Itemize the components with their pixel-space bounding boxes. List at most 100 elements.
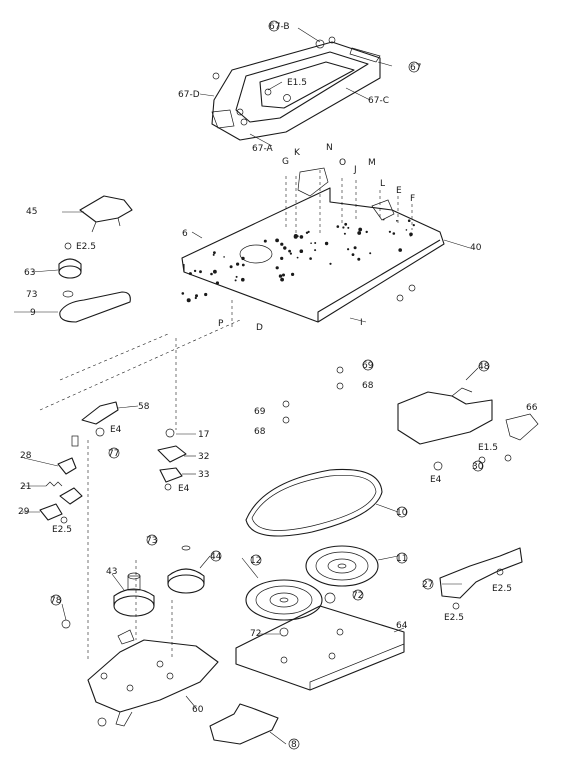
part-9-arm xyxy=(59,291,131,323)
chassis-hole xyxy=(280,277,284,282)
chassis-hole xyxy=(193,269,197,273)
chassis-hole xyxy=(357,257,361,261)
label-d: D xyxy=(256,323,263,333)
label-e4-right: E4 xyxy=(430,475,442,485)
chassis-hole xyxy=(405,229,408,231)
label-n: N xyxy=(326,143,333,153)
label-44: 44 xyxy=(210,552,222,562)
chassis-hole xyxy=(336,225,340,228)
chassis-hole xyxy=(293,234,298,238)
chassis-hole xyxy=(309,257,312,260)
part-72-washer-left xyxy=(279,627,289,637)
label-p: P xyxy=(218,319,224,329)
part-12-flywheel xyxy=(245,579,323,621)
parts-68-69 xyxy=(282,366,344,424)
chassis-hole xyxy=(365,230,368,234)
chassis-hole xyxy=(358,227,363,232)
chassis-hole xyxy=(396,220,398,222)
label-10: 10 xyxy=(396,508,408,518)
chassis-hole xyxy=(236,262,240,266)
label-m: M xyxy=(368,158,376,168)
label-78: 78 xyxy=(50,596,62,606)
chassis-hole xyxy=(329,262,332,265)
label-73-top: 73 xyxy=(26,290,37,300)
chassis-hole xyxy=(305,231,309,234)
label-11: 11 xyxy=(396,554,407,564)
chassis-hole xyxy=(212,253,215,256)
label-g: G xyxy=(282,157,289,167)
chassis-hole xyxy=(314,242,317,244)
label-60: 60 xyxy=(192,705,204,715)
chassis-hole xyxy=(280,256,284,260)
chassis-hole xyxy=(235,275,238,278)
part-63-knob xyxy=(58,258,82,279)
label-67-b: 67-B xyxy=(269,22,290,32)
label-69-right: 69 xyxy=(362,361,374,371)
part-78-screw xyxy=(61,619,71,629)
part-72-washer-right xyxy=(324,592,336,604)
label-67-c: 67-C xyxy=(368,96,389,106)
chassis-hole xyxy=(213,251,216,255)
chassis-hole xyxy=(186,298,191,303)
chassis-hole xyxy=(263,239,267,243)
chassis-hole xyxy=(289,252,292,255)
chassis-hole xyxy=(241,263,245,267)
chassis-hole xyxy=(412,224,415,227)
label-j: J xyxy=(353,165,357,175)
label-e25-right-lower: E2.5 xyxy=(444,613,464,623)
label-28: 28 xyxy=(20,451,32,461)
screw-bottom-left xyxy=(97,717,107,727)
label-32: 32 xyxy=(198,452,209,462)
chassis-hole xyxy=(229,265,233,269)
part-58-lever xyxy=(71,401,119,447)
label-77: 77 xyxy=(108,449,119,459)
label-73-bottom: 73 xyxy=(146,536,157,546)
chassis-hole xyxy=(195,294,198,298)
label-e15-right: E1.5 xyxy=(478,443,498,453)
chassis-hole xyxy=(398,248,403,252)
label-48: 48 xyxy=(478,362,490,372)
label-40: 40 xyxy=(470,243,482,253)
label-k: K xyxy=(294,148,301,158)
label-66: 66 xyxy=(526,403,538,413)
label-30: 30 xyxy=(472,462,484,472)
chassis-hole xyxy=(288,249,291,253)
chassis-hole xyxy=(275,266,279,270)
label-o: O xyxy=(339,158,346,168)
label-l: L xyxy=(380,179,385,189)
leader-lines xyxy=(14,27,479,745)
label-67-a: 67-A xyxy=(252,144,274,154)
chassis-hole xyxy=(296,256,299,259)
chassis-hole xyxy=(344,222,348,226)
label-58: 58 xyxy=(138,402,150,412)
part-11-flywheel xyxy=(305,545,379,587)
label-8: 8 xyxy=(291,740,297,750)
chassis-hole xyxy=(351,253,355,256)
part-48-plate xyxy=(397,387,539,471)
label-17: 17 xyxy=(198,430,209,440)
label-72-left: 72 xyxy=(250,629,261,639)
part-27-lever xyxy=(439,547,523,610)
label-63: 63 xyxy=(24,268,35,278)
label-6: 6 xyxy=(182,229,188,239)
label-67: 67 xyxy=(410,63,421,73)
chassis-hole xyxy=(324,241,329,246)
alignment-lines xyxy=(39,170,413,660)
parts-17-32-33 xyxy=(157,428,187,491)
part-60-base xyxy=(87,629,219,727)
chassis-hole xyxy=(369,252,372,255)
chassis-hole xyxy=(310,242,312,244)
label-e4-middle: E4 xyxy=(178,484,190,494)
chassis-hole xyxy=(407,219,411,222)
chassis-hole xyxy=(278,274,283,278)
chassis-hole xyxy=(194,296,197,300)
chassis-hole xyxy=(210,272,213,276)
chassis-hole xyxy=(382,218,385,221)
chassis-hole xyxy=(223,256,225,258)
label-e25-right-upper: E2.5 xyxy=(492,584,512,594)
label-9: 9 xyxy=(30,308,36,318)
chassis-hole xyxy=(353,246,357,250)
label-43: 43 xyxy=(106,567,117,577)
chassis-hole xyxy=(234,279,237,282)
